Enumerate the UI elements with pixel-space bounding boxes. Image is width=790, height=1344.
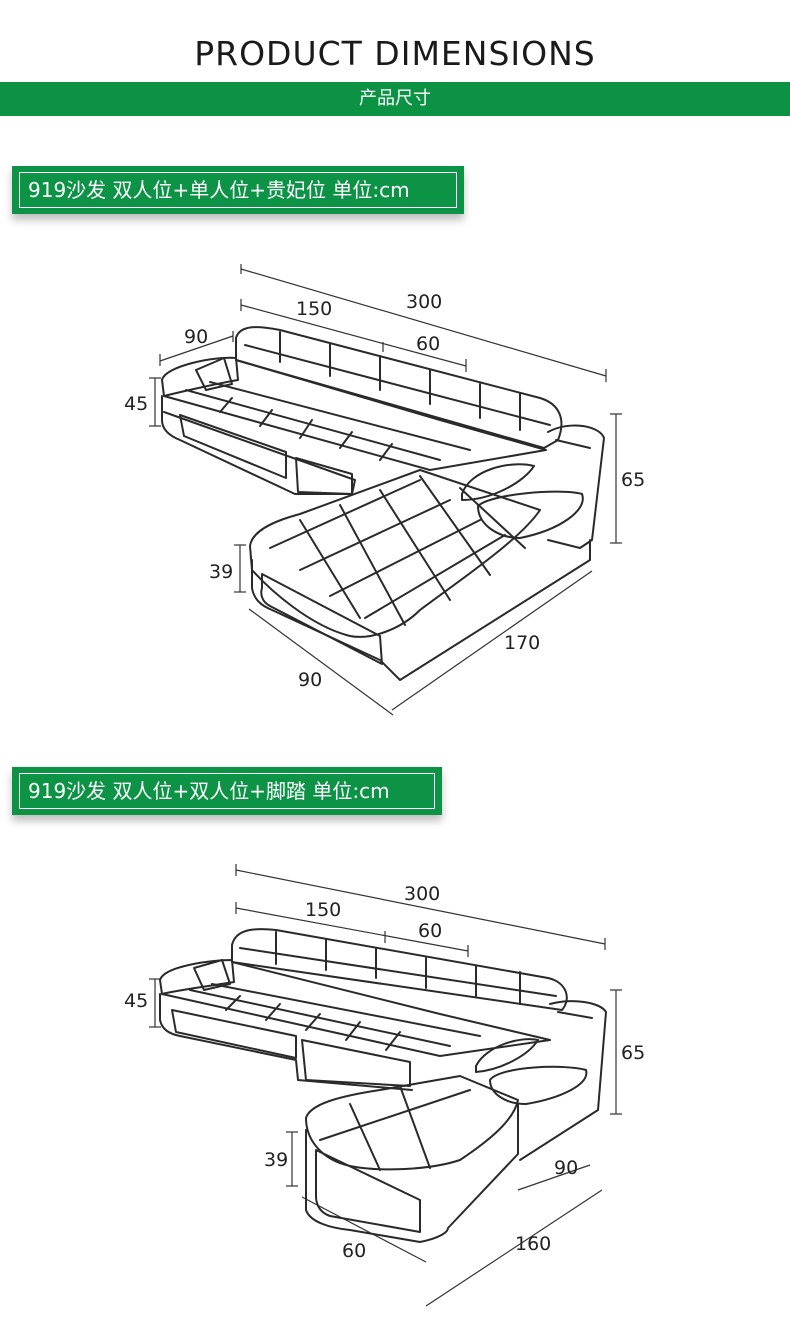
sofa-diagram-ottoman: 300 150 60 45 65 39 90 60 160 — [124, 864, 645, 1307]
dim-label-seat-width-2: 150 — [305, 899, 341, 921]
section-1-label: 919沙发 双人位+单人位+贵妃位 单位:cm — [19, 172, 457, 208]
dim-label-seat-height: 45 — [124, 393, 148, 415]
dim-label-seat-height-2: 45 — [124, 990, 148, 1012]
page-title: PRODUCT DIMENSIONS — [194, 34, 596, 73]
dim-line-total-width-2 — [235, 869, 606, 945]
dim-label-seat-width: 150 — [296, 298, 332, 320]
section-2-label-badge: 919沙发 双人位+双人位+脚踏 单位:cm — [12, 767, 442, 815]
dim-line-arm-depth — [159, 335, 234, 362]
section-1-label-badge: 919沙发 双人位+单人位+贵妃位 单位:cm — [12, 166, 464, 214]
dim-line-ottoman-length — [425, 1189, 603, 1307]
dim-line-side-depth — [517, 1164, 591, 1191]
dim-label-ottoman-height: 39 — [264, 1149, 288, 1171]
dim-label-back-depth: 60 — [416, 333, 440, 355]
dim-label-back-height-2: 65 — [621, 1042, 645, 1064]
dim-label-back-height: 65 — [621, 469, 645, 491]
dim-line-seat-width — [240, 304, 467, 367]
section-2-label: 919沙发 双人位+双人位+脚踏 单位:cm — [19, 773, 435, 809]
dim-line-ottoman-width — [301, 1196, 427, 1263]
subtitle-bar: 产品尺寸 — [0, 82, 790, 116]
dim-label-chaise-length: 170 — [504, 632, 540, 654]
dim-label-ottoman-width: 60 — [342, 1240, 366, 1262]
dim-label-back-depth-2: 60 — [418, 920, 442, 942]
dim-line-chaise-width — [248, 608, 394, 716]
sofa-outline-chaise — [161, 326, 605, 681]
dim-label-chaise-width: 90 — [298, 669, 322, 691]
dim-label-total-width: 300 — [406, 291, 442, 313]
dim-line-chaise-length — [391, 570, 593, 711]
dim-label-total-width-2: 300 — [404, 883, 440, 905]
dim-label-side-depth: 90 — [554, 1157, 578, 1179]
dim-line-seat-width-2 — [235, 907, 469, 952]
dim-label-arm-depth: 90 — [184, 326, 208, 348]
sofa-diagram-chaise: 300 150 60 90 45 65 39 170 90 — [124, 264, 645, 716]
dim-label-ottoman-length: 160 — [515, 1233, 551, 1255]
dim-line-total-width — [240, 268, 607, 377]
sofa-outline-ottoman — [159, 928, 607, 1243]
dim-label-chaise-height: 39 — [209, 561, 233, 583]
